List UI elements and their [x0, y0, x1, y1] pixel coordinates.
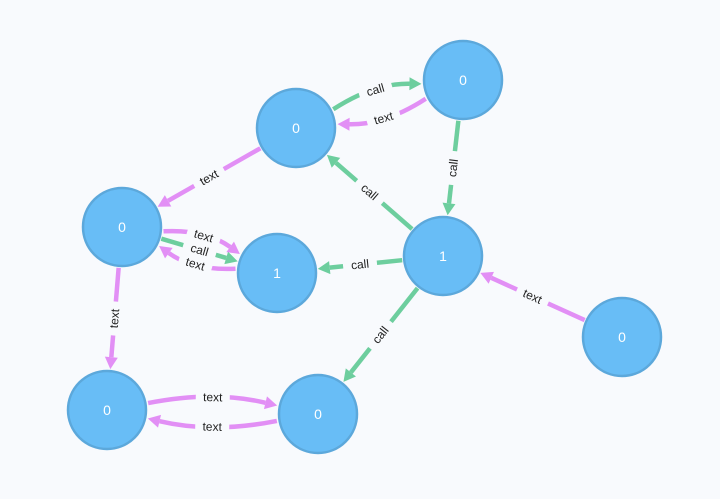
edge-call-n1-to-n2[interactable]: call: [332, 77, 422, 112]
edge-label-background: [176, 251, 214, 277]
node-label: 0: [314, 406, 322, 422]
edge-label-group: call: [443, 150, 463, 186]
edge-label-background: [180, 237, 219, 263]
node-circle: [236, 232, 318, 314]
edge-label-group: text: [513, 282, 552, 311]
edge-call-n5-to-n7[interactable]: call: [343, 286, 420, 382]
node-circle: [66, 369, 148, 451]
edge-arrowhead: [263, 396, 278, 410]
edge-label: call: [350, 257, 369, 273]
edge-text-n3-to-n4[interactable]: text: [163, 223, 240, 254]
edge-arrowhead: [224, 251, 238, 265]
edge-label-background: [195, 388, 230, 406]
node-label: 0: [103, 402, 111, 418]
node-n3[interactable]: 0: [81, 186, 163, 268]
edge-label-group: text: [195, 418, 230, 436]
edge-label-background: [342, 254, 378, 275]
node-circle: [422, 39, 504, 121]
edge-arrowhead: [326, 154, 341, 168]
edge-arrowhead: [343, 368, 356, 382]
edge-label: call: [445, 158, 461, 177]
edge-arrowhead: [480, 271, 494, 284]
edge-label: text: [184, 255, 207, 274]
edge-label-group: text: [105, 300, 124, 337]
node-label: 1: [439, 248, 447, 264]
node-label: 1: [273, 265, 281, 281]
edge-arrowhead: [409, 77, 422, 91]
node-n2[interactable]: 0: [422, 39, 504, 121]
edge-label: text: [107, 308, 123, 329]
edge-label: text: [192, 226, 215, 245]
node-circle: [581, 296, 663, 378]
edge-arrowhead: [147, 414, 162, 428]
edge-label-group: call: [351, 174, 388, 210]
node-circle: [255, 87, 337, 169]
edge-arrowhead: [337, 117, 350, 131]
node-n8[interactable]: 0: [581, 296, 663, 378]
edge-label-background: [513, 282, 552, 311]
edge-label: text: [372, 109, 395, 128]
node-label: 0: [618, 329, 626, 345]
node-n4[interactable]: 1: [236, 232, 318, 314]
edge-label-background: [351, 174, 388, 210]
edge-label-group: call: [363, 316, 398, 354]
edge-label-background: [190, 162, 228, 193]
edge-label-background: [185, 223, 223, 249]
edge-label-group: text: [190, 162, 228, 193]
node-label: 0: [118, 219, 126, 235]
edge-label-group: text: [185, 223, 223, 249]
edge-label-background: [443, 150, 463, 186]
edge-arrowhead: [226, 241, 240, 254]
edge-label-group: text: [365, 105, 403, 131]
edge-call-n5-to-n4[interactable]: call: [317, 254, 403, 275]
edge-arrowhead: [317, 261, 331, 275]
node-n6[interactable]: 0: [66, 369, 148, 451]
node-circle: [277, 373, 359, 455]
edge-label-group: call: [180, 237, 219, 263]
edge-label-background: [356, 77, 394, 103]
edge-label-background: [105, 300, 124, 337]
edge-label: call: [365, 81, 386, 99]
edge-call-n5-to-n1[interactable]: call: [326, 154, 414, 231]
node-label: 0: [459, 72, 467, 88]
edge-label: text: [203, 390, 223, 404]
edge-text-n6-to-n7[interactable]: text: [147, 388, 278, 410]
edge-arrowhead: [442, 202, 456, 216]
edge-arrowhead: [104, 356, 118, 370]
edge-label: text: [202, 420, 222, 434]
edge-arrowhead: [159, 246, 173, 259]
edge-label-background: [195, 418, 230, 436]
edge-text-n7-to-n6[interactable]: text: [147, 414, 278, 436]
edge-text-n2-to-n1[interactable]: text: [337, 96, 427, 131]
edge-call-n3-to-n4[interactable]: call: [160, 236, 238, 265]
node-circle: [402, 215, 484, 297]
edge-label-background: [365, 105, 403, 131]
node-n7[interactable]: 0: [277, 373, 359, 455]
node-label: 0: [292, 120, 300, 136]
node-n1[interactable]: 0: [255, 87, 337, 169]
edge-label: call: [189, 241, 210, 260]
edge-label-group: text: [176, 251, 214, 277]
edge-label-background: [363, 316, 398, 354]
edge-call-n2-to-n5[interactable]: call: [442, 120, 463, 216]
edge-arrowhead: [157, 195, 172, 207]
edge-text-n3-to-n6[interactable]: text: [104, 267, 124, 370]
edge-text-n8-to-n5[interactable]: text: [480, 271, 586, 323]
nodes-layer: 0 0 0 1 1 0 0 0: [66, 39, 663, 455]
edge-label-group: call: [356, 77, 394, 103]
edge-text-n4-to-n3[interactable]: text: [159, 246, 236, 277]
edge-label-group: call: [342, 254, 378, 275]
node-circle: [81, 186, 163, 268]
edge-label-group: text: [195, 388, 230, 406]
node-n5[interactable]: 1: [402, 215, 484, 297]
edge-text-n1-to-n3[interactable]: text: [157, 146, 262, 207]
